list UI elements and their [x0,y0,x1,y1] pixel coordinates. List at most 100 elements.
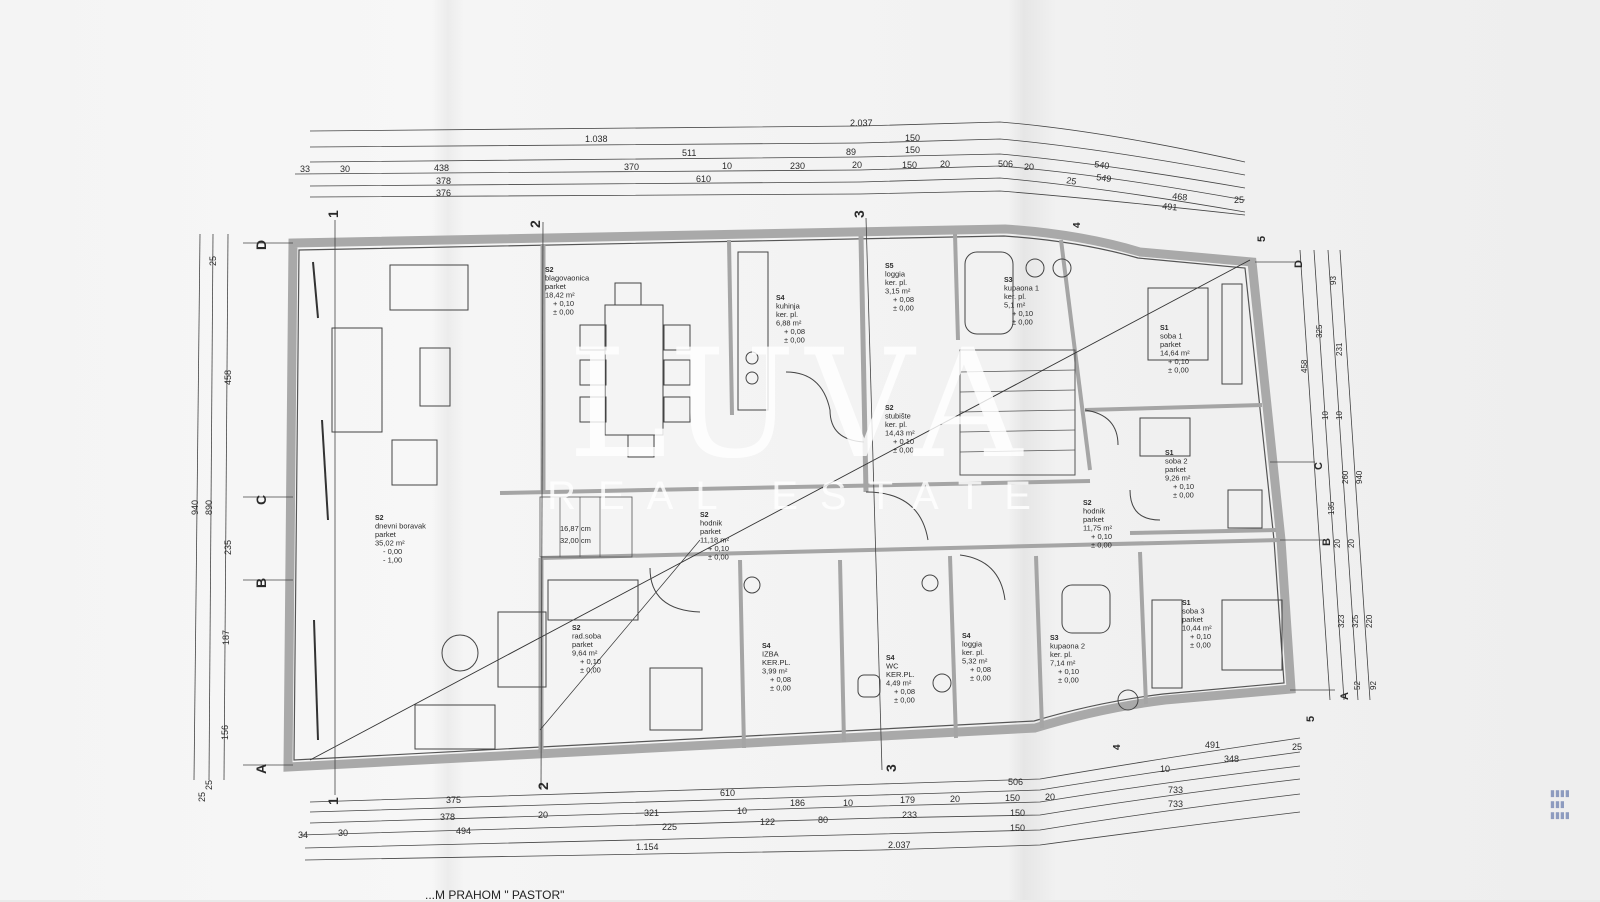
dim-line [309,751,1301,813]
dim-top: 468 [1172,191,1188,203]
axis-left-C: C [253,495,269,505]
room-code: S1 [1182,600,1191,607]
dim-right: 220 [1365,614,1374,628]
chair [579,324,607,351]
dim-line [304,811,1301,861]
hob [745,351,759,365]
axis-right-B: B [1321,538,1333,546]
bathtub [1061,584,1111,634]
axis-bottom-3: 3 [883,764,899,772]
axis-top-4: 4 [1072,222,1083,228]
room-floor: parket [700,527,722,536]
dim-bottom: 610 [720,788,735,798]
dim-bottom: 10 [737,806,747,816]
room-code: S1 [1165,450,1174,457]
dim-bottom: 80 [818,815,828,825]
desk [649,667,703,731]
stamp: ▮▮▮▮▮▮▮▮▮▮▮ [1550,788,1570,820]
dim-bottom: 375 [446,795,461,805]
room-floor: parket [545,282,567,291]
partition-wc-right [948,555,958,739]
room-lvl2: ± 0,00 [894,696,915,705]
stair-tread [959,429,1076,433]
room-lvl1: + 0,10 [1091,532,1112,541]
dim-bottom: 25 [1292,742,1302,752]
dim-top: 20 [1024,162,1034,172]
footer-note: ...M PRAHOM " PASTOR" [425,888,565,902]
room-floor: parket [1160,340,1182,349]
partition-s4-right [838,559,846,743]
room-lvl1: + 0,08 [970,665,991,674]
window-glazing [313,619,319,741]
dim-top: 506 [998,159,1013,169]
dim-line [223,233,229,781]
room-name: hodnik [1083,507,1105,516]
room-area: 3,99 m² [762,667,788,676]
room-name: blagovaonica [545,274,590,283]
dim-top: 610 [696,174,711,184]
dim-bottom: 2.037 [888,840,911,850]
armchair [497,611,547,688]
stair-note-1: 16,87 cm [560,524,591,533]
dim-top: 30 [340,164,350,174]
dim-top: 370 [624,162,639,172]
room-floor: ker. pl. [885,278,907,287]
door-swing [1129,489,1161,521]
room-name: kuhinja [776,302,801,311]
room-lvl1: + 0,10 [893,437,914,446]
dim-top: 549 [1096,172,1112,184]
room-lvl2: ± 0,00 [1058,676,1079,685]
room-area: 9,26 m² [1165,474,1191,483]
room-lvl1: - 0,00 [383,547,402,556]
dim-right: 260 [1341,470,1350,484]
sofa [331,327,383,433]
dim-bottom: 506 [1008,777,1023,787]
dim-top: 20 [940,159,950,169]
dim-bottom: 30 [338,828,348,838]
axis-leader [865,217,883,771]
room-name: kupaona 1 [1004,284,1039,293]
bathtub [964,251,1014,335]
washbasin [932,673,952,693]
room-code: S3 [1004,277,1013,284]
dim-line [1327,249,1359,701]
stair-note-2: 32,00 cm [560,536,591,545]
dim-line [1299,249,1331,701]
room-lvl1: + 0,08 [894,687,915,696]
wardrobe [1221,283,1243,385]
room-code: S4 [776,295,785,302]
chair [663,324,691,351]
dim-right: 10 [1335,411,1344,420]
room-name: dnevni boravak [375,522,426,531]
dim-line [294,165,1246,201]
dim-bottom: 378 [440,812,455,822]
room-lvl2: ± 0,00 [1012,318,1033,327]
room-lvl1: + 0,08 [770,675,791,684]
dim-top: 511 [682,148,696,158]
washbasin [1025,258,1045,278]
dim-right: 325 [1315,324,1324,338]
dim-bottom: 122 [760,817,775,827]
room-area: 5,1 m² [1004,301,1026,310]
room-lvl1: + 0,10 [1190,632,1211,641]
dim-bottom: 20 [1045,792,1055,802]
dim-bottom: 34 [298,830,308,840]
dim-bottom: 733 [1168,799,1183,809]
dim-bottom: 20 [950,794,960,804]
furniture [331,251,1283,750]
stair-block [959,349,1076,476]
room-floor: parket [1165,465,1187,474]
room-code: S2 [375,515,384,522]
room-lvl1: + 0,08 [784,327,805,336]
room-area: 14,43 m² [885,429,915,438]
dim-right: 135 [1327,501,1336,515]
bed [1139,417,1191,457]
dim-right: 20 [1333,539,1342,548]
room-area: 4,49 m² [886,679,912,688]
dim-left: 890 [204,500,214,515]
room-code: S2 [885,405,894,412]
